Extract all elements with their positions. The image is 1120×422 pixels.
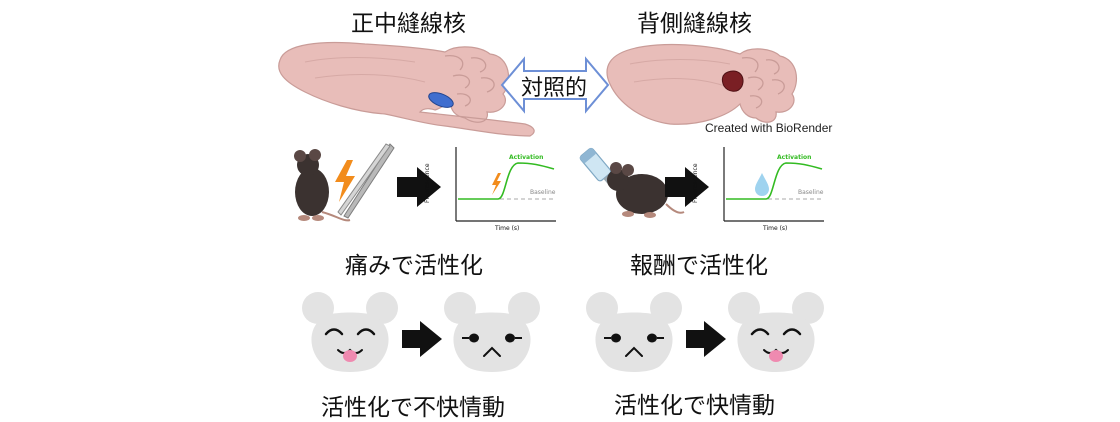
lightning-icon (335, 160, 355, 202)
caption-positive-emotion: 活性化で快情動 (614, 393, 775, 419)
ylabel-right: Fluorescence (692, 163, 699, 203)
double-arrow-icon (500, 56, 610, 114)
mouse-face-icon-happy-left (302, 292, 398, 372)
xlabel-left: Time (s) (495, 225, 520, 232)
water-drop-icon (755, 173, 769, 196)
activation-label-left: Activation (509, 154, 544, 161)
title-dorsal-raphe: 背側縫線核 (637, 11, 752, 37)
ylabel-left: Fluorescence (424, 163, 431, 203)
mouse-face-icon-happy-right (728, 292, 824, 372)
compare-label: 対照的 (521, 76, 588, 101)
caption-reward-activation: 報酬で活性化 (630, 253, 768, 279)
biorender-credit: Created with BioRender (705, 121, 833, 135)
mouse-icon-right (607, 162, 685, 218)
arrow-right-icon-2 (665, 167, 709, 207)
activation-label-right: Activation (777, 154, 812, 161)
arrow-right-icon-3 (402, 321, 442, 357)
median-raphe-nucleus (428, 92, 454, 108)
arrow-right-icon (397, 167, 441, 207)
mouse-icon-left (294, 149, 351, 222)
arrow-right-icon-4 (686, 321, 726, 357)
brain-icon-right (606, 43, 798, 125)
caption-negative-emotion: 活性化で不快情動 (321, 395, 505, 421)
tweezers-icon (337, 143, 395, 219)
dorsal-raphe-nucleus (721, 70, 744, 92)
activation-graph-right (723, 147, 824, 222)
activation-graph-left (455, 147, 556, 222)
xlabel-right: Time (s) (763, 225, 788, 232)
baseline-label-left: Baseline (530, 189, 556, 196)
title-median-raphe: 正中縫線核 (351, 11, 466, 37)
brain-icon-left (278, 41, 535, 137)
mouse-face-icon-unhappy-right (586, 292, 682, 372)
mouse-face-icon-unhappy-left (444, 292, 540, 372)
baseline-label-right: Baseline (798, 189, 824, 196)
caption-pain-activation: 痛みで活性化 (345, 253, 483, 279)
